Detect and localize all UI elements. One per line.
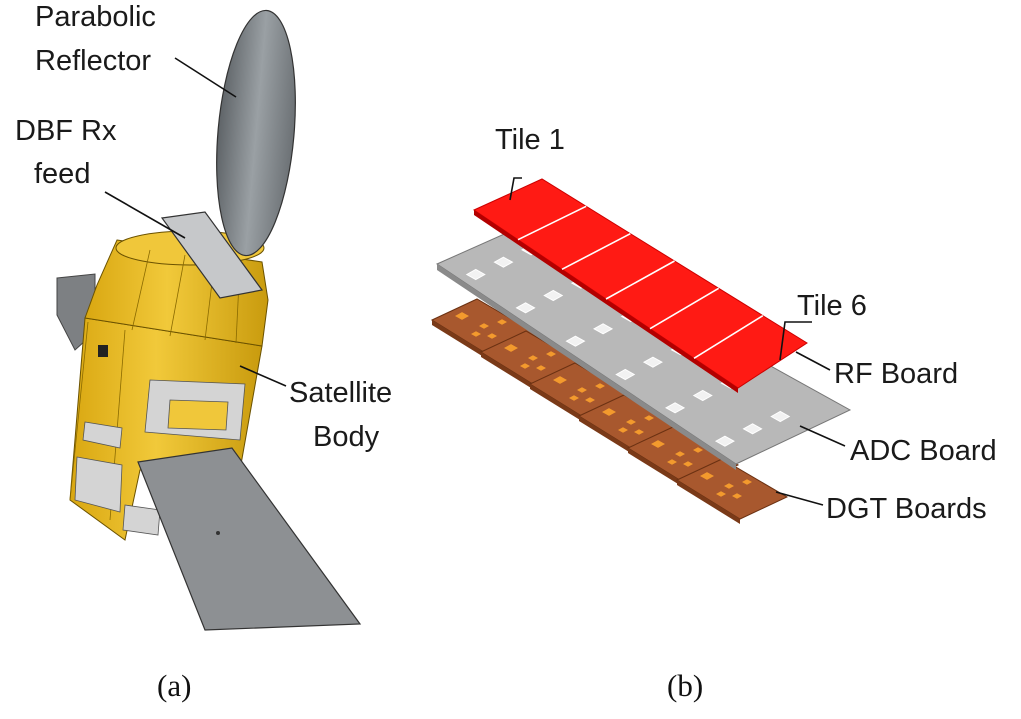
dgt-chip: [651, 440, 665, 448]
adc-leader: [799, 425, 846, 447]
hatch: [98, 345, 108, 357]
dgt-chip: [520, 363, 530, 369]
dgt-chip: [618, 427, 628, 433]
adc-chip: [543, 289, 564, 302]
adc-chip: [465, 268, 486, 281]
dgt-chip: [536, 365, 546, 371]
rf-leader: [795, 351, 831, 371]
tile6-label: Tile 6: [797, 290, 867, 322]
panel-b: Tile 1 Tile 6 RF Board ADC Board DGT Boa…: [430, 124, 997, 703]
dgt-chip: [716, 491, 726, 497]
dgt-chip: [553, 376, 567, 384]
parabolic-reflector: [216, 9, 296, 257]
adc-chip: [565, 335, 586, 347]
dgt-chip: [644, 415, 654, 421]
dgt-chip: [471, 331, 481, 337]
adc-chip: [642, 356, 663, 368]
dgt-chip: [724, 483, 734, 489]
dbf-label-line2: feed: [34, 158, 90, 190]
parabolic-label-line1: Parabolic: [35, 1, 156, 33]
dgt-chip: [667, 459, 677, 465]
dgt-chip: [732, 493, 742, 499]
rf-tile-dividers: [517, 205, 764, 360]
dbf-label-line1: DBF Rx: [15, 115, 117, 147]
rf-board-label: RF Board: [834, 358, 958, 390]
adc-chip: [665, 402, 686, 414]
adc-chip: [615, 368, 636, 381]
dgt-board-edge: [628, 448, 691, 492]
adc-board-edge: [437, 264, 736, 470]
adc-chip: [493, 256, 514, 268]
dgt-chip: [683, 461, 693, 467]
dgt-chip: [634, 429, 644, 435]
dgt-chip: [497, 319, 507, 325]
caption-a: (a): [157, 668, 191, 703]
body-leader: [239, 365, 287, 387]
dbf-rx-feed: [160, 211, 264, 299]
reflector-leader: [174, 57, 237, 98]
dgt-boards: [430, 298, 789, 524]
parabolic-label-line2: Reflector: [35, 45, 151, 77]
dgt-chip: [528, 355, 538, 361]
tile1-label: Tile 1: [495, 124, 565, 156]
adc-chip: [770, 410, 791, 423]
dgt-chip: [577, 387, 587, 393]
right-solar-panel: [137, 447, 362, 631]
adc-chip: [593, 323, 614, 335]
rf-board-edge: [474, 210, 738, 393]
dgt-chip: [675, 451, 685, 457]
dgt-chip: [569, 395, 579, 401]
dgt-boards-label: DGT Boards: [826, 493, 987, 525]
body-label-line1: Satellite: [289, 377, 392, 409]
rf-tile-divider: [517, 205, 587, 241]
panel-a: Parabolic Reflector DBF Rx feed Satellit…: [15, 1, 392, 703]
dgt-chip: [479, 323, 489, 329]
dgt-board-edge: [579, 416, 642, 460]
dgt-chip: [455, 312, 469, 320]
dgt-chip: [693, 447, 703, 453]
dgt-chip: [504, 344, 518, 352]
rf-tile-divider: [561, 232, 631, 271]
dgt-board-edge: [481, 352, 544, 396]
tile6-leader: [779, 321, 812, 361]
dgt-board-edge: [677, 480, 740, 524]
dgt-chip: [595, 383, 605, 389]
dgt-chip: [700, 472, 714, 480]
dgt-chip: [487, 333, 497, 339]
panel-hinge: [216, 531, 220, 535]
dgt-chip: [626, 419, 636, 425]
dgt-board: [675, 458, 789, 524]
adc-chip: [742, 423, 763, 435]
dgt-chip: [546, 351, 556, 357]
rf-tile-divider: [605, 260, 675, 300]
rf-tile-divider: [649, 287, 720, 330]
dgt-chip: [585, 397, 595, 403]
caption-b: (b): [667, 668, 703, 703]
dgt-board-edge: [530, 384, 593, 428]
adc-chip: [692, 389, 713, 402]
adc-board-label: ADC Board: [850, 435, 997, 467]
dgt-leader: [775, 491, 824, 506]
radiator-windows: [74, 379, 246, 536]
body-label-line2: Body: [313, 421, 380, 453]
tile1-leader: [509, 177, 522, 201]
adc-chip: [714, 435, 735, 447]
dbf-leader: [104, 191, 186, 239]
dgt-chip: [602, 408, 616, 416]
adc-chip: [515, 302, 536, 314]
dgt-chip: [742, 479, 752, 485]
rf-tile-divider: [693, 314, 764, 360]
dgt-board-edge: [432, 320, 495, 364]
